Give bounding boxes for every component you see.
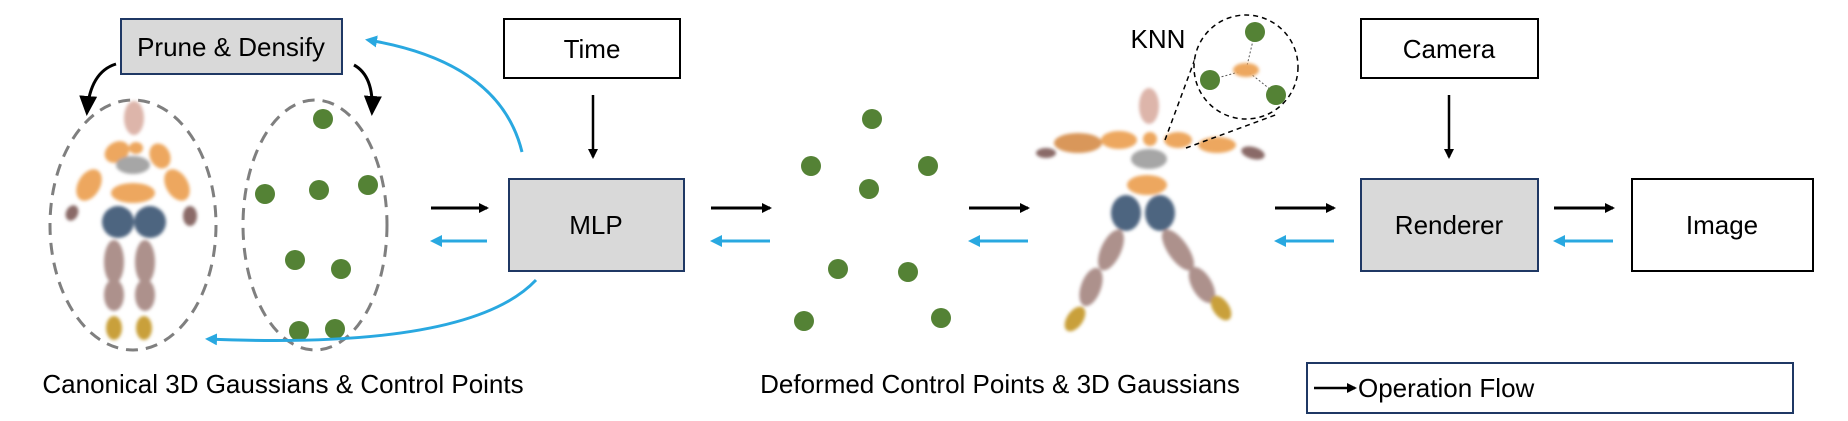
control-point <box>309 180 329 200</box>
deformed-control-points <box>794 109 951 331</box>
control-point <box>862 109 882 129</box>
control-point <box>931 308 951 328</box>
knn-inset <box>1164 14 1299 149</box>
canonical-control-points <box>255 109 378 341</box>
control-point <box>859 179 879 199</box>
control-point <box>358 175 378 195</box>
control-point <box>898 262 918 282</box>
gradient-to-canonical-arrow <box>205 278 538 346</box>
deformed-gaussian-figure <box>1036 88 1265 332</box>
control-point <box>325 319 345 339</box>
control-point <box>285 250 305 270</box>
control-point <box>331 259 351 279</box>
control-point <box>1266 85 1286 105</box>
control-point <box>255 184 275 204</box>
prune-densify-box: Prune & Densify <box>120 18 343 75</box>
control-point <box>289 321 309 341</box>
legend: Operation Flow <box>1306 362 1794 414</box>
control-point <box>918 156 938 176</box>
canonical-gaussian-figure <box>65 101 197 340</box>
image-box: Image <box>1631 178 1814 272</box>
renderer-box: Renderer <box>1360 178 1539 272</box>
time-box: Time <box>503 18 681 79</box>
control-point <box>794 311 814 331</box>
knn-label: KNN <box>1131 24 1186 54</box>
control-point <box>828 259 848 279</box>
camera-label: Camera <box>1403 34 1496 64</box>
canonical-caption: Canonical 3D Gaussians & Control Points <box>42 369 523 399</box>
image-label: Image <box>1686 210 1758 240</box>
prune-to-gaussians-arrow <box>79 62 117 116</box>
mlp-box: MLP <box>508 178 685 272</box>
control-point <box>1200 70 1220 90</box>
prune-to-points-arrow <box>353 63 382 116</box>
mlp-label: MLP <box>569 210 622 240</box>
gradient-to-prune-arrow <box>365 35 524 153</box>
canonical-gaussians-ellipse <box>48 98 218 352</box>
time-label: Time <box>564 34 621 64</box>
renderer-label: Renderer <box>1395 210 1504 240</box>
prune-densify-label: Prune & Densify <box>137 32 325 62</box>
camera-box: Camera <box>1360 18 1539 79</box>
legend-operation-flow: Operation Flow <box>1358 373 1535 403</box>
deformed-caption: Deformed Control Points & 3D Gaussians <box>760 369 1240 399</box>
control-point <box>313 109 333 129</box>
control-point <box>1245 22 1265 42</box>
canonical-control-points-ellipse <box>241 98 389 352</box>
control-point <box>801 156 821 176</box>
